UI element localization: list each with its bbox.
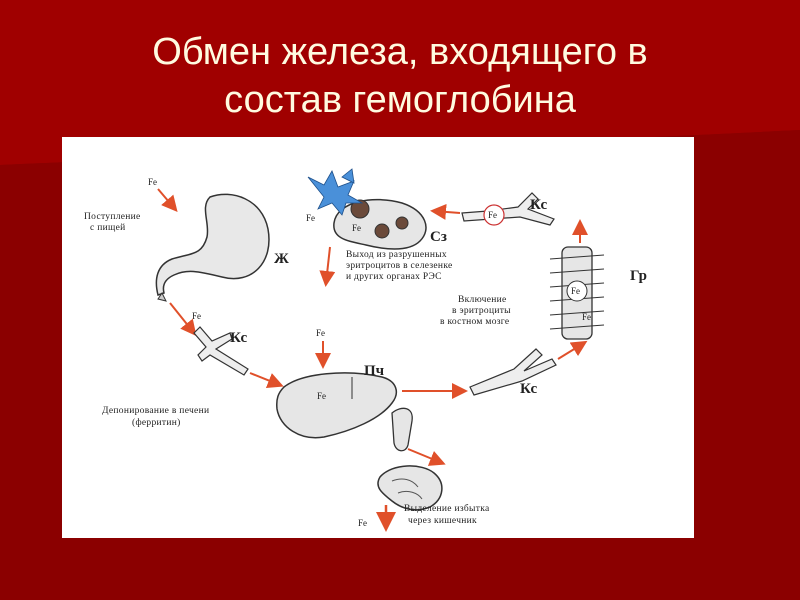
slide-title: Обмен железа, входящего в состав гемогло… bbox=[0, 28, 800, 124]
spine-fe-label-1: Fe bbox=[571, 286, 580, 296]
liver-fe-label: Fe bbox=[317, 391, 326, 401]
intestine-shape bbox=[377, 465, 443, 511]
title-line-1: Обмен железа, входящего в bbox=[152, 31, 648, 73]
liver-shape bbox=[276, 372, 398, 439]
fe-after-stomach-label: Fe bbox=[192, 311, 201, 321]
deposit-label-1: Депонирование в печени bbox=[102, 406, 209, 416]
inclusion-label-2: в эритроциты bbox=[452, 306, 511, 316]
stomach-label: Ж bbox=[274, 251, 289, 267]
spleen-fe-out-label: Fe bbox=[306, 213, 315, 223]
vessel-1-label: Кс bbox=[230, 330, 248, 346]
exit-label-3: и других органах РЭС bbox=[346, 272, 442, 282]
intake-label-2: с пищей bbox=[90, 222, 125, 233]
exit-label-1: Выход из разрушенных bbox=[346, 250, 447, 260]
spine-shape bbox=[549, 246, 605, 340]
excretion-label-1: Выделение избытка bbox=[404, 503, 490, 514]
fe-top-label: Fe bbox=[148, 177, 157, 187]
spleen-label: Сз bbox=[430, 229, 447, 245]
vessel-1-shape bbox=[193, 326, 249, 376]
inclusion-label-1: Включение bbox=[458, 295, 507, 305]
fe-bottom-label: Fe bbox=[358, 518, 367, 528]
crystal-icon bbox=[307, 168, 364, 216]
inclusion-label-3: в костном мозге bbox=[440, 317, 509, 327]
intake-label-1: Поступление bbox=[84, 212, 141, 222]
vessel-3-label: Кс bbox=[530, 197, 548, 213]
vessel-2-label: Кс bbox=[520, 381, 538, 397]
title-line-2: состав гемоглобина bbox=[224, 79, 576, 121]
liver-label: Пч bbox=[364, 363, 385, 379]
spine-fe-label-2: Fe bbox=[582, 312, 591, 322]
spleen-to-liver-arrow bbox=[319, 246, 336, 287]
fe-to-liver-label: Fe bbox=[316, 328, 325, 338]
excretion-label-2: через кишечник bbox=[408, 516, 477, 526]
vessel-to-marrow-arrow bbox=[557, 340, 588, 360]
spleen-fe-in-label: Fe bbox=[352, 223, 361, 233]
stomach-shape bbox=[155, 193, 270, 296]
iron-metabolism-diagram: Fe Поступление с пищей Ж Fe Кс Fe Пч Fe … bbox=[62, 137, 694, 538]
vessel-fe-label: Fe bbox=[488, 210, 497, 220]
exit-label-2: эритроцитов в селезенке bbox=[346, 261, 453, 271]
bone-marrow-label: Гр bbox=[630, 268, 647, 284]
bile-duct-shape bbox=[391, 407, 413, 452]
deposit-label-2: (ферритин) bbox=[132, 417, 181, 428]
vessel-2-shape bbox=[469, 348, 557, 396]
intake-arrow bbox=[157, 188, 178, 213]
duct-to-intestine-arrow bbox=[407, 448, 446, 466]
vessel-to-liver-arrow bbox=[249, 372, 284, 388]
stomach-to-vessel-arrow bbox=[169, 302, 197, 337]
vessel-to-spleen-arrow bbox=[430, 203, 461, 220]
spleen-shape bbox=[333, 198, 427, 250]
